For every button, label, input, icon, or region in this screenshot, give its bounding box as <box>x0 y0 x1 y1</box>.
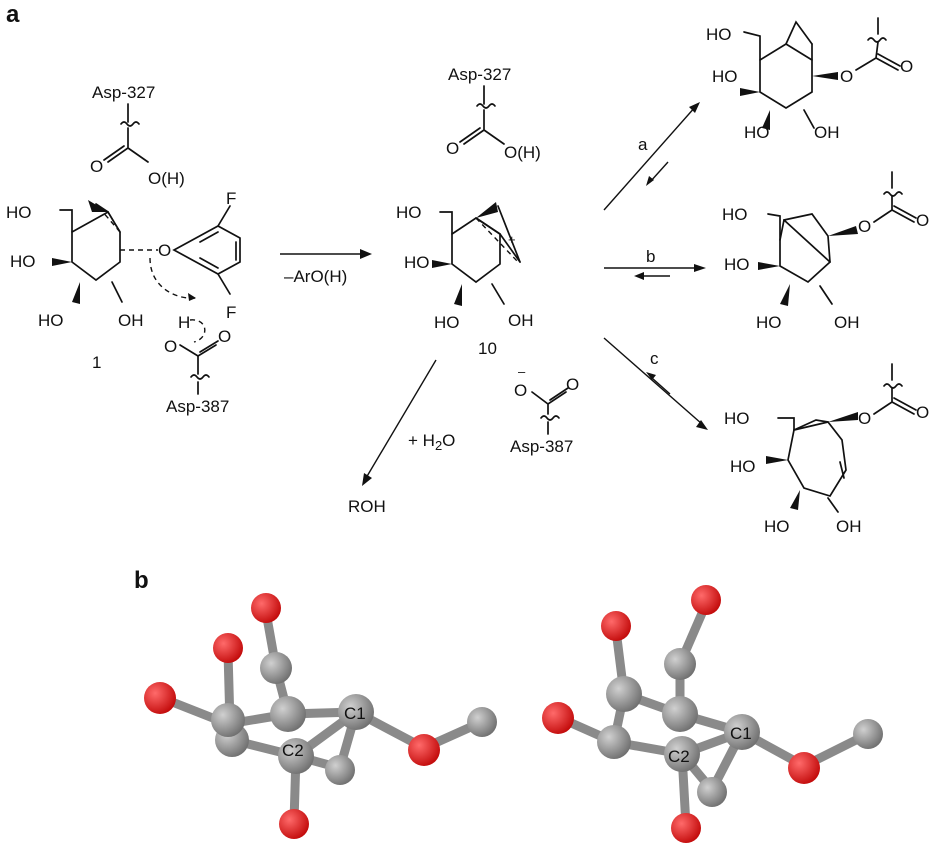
ester-o-b: O <box>858 217 871 236</box>
acid-h-label: H <box>178 313 190 332</box>
model-right: C1 C2 <box>542 585 883 843</box>
asp387-label-center: Asp-387 <box>510 437 573 456</box>
route-b-arrows: b <box>604 247 706 280</box>
atom-label-c1-right: C1 <box>730 724 752 743</box>
carboxylate-o-right: O <box>566 375 579 394</box>
ester-dbl-o-a: O <box>900 57 913 76</box>
oh-ring-c: OH <box>836 517 862 536</box>
ho-ring-10a: HO <box>404 253 430 272</box>
ho-ring-1b: HO <box>38 311 64 330</box>
carboxylate-minus: – <box>518 364 526 379</box>
fluorine-top: F <box>226 189 236 208</box>
panel-label-b: b <box>134 567 149 594</box>
oxygen-atom <box>251 593 281 623</box>
oxygen-atom <box>542 702 574 734</box>
asp327-label-left: Asp-327 <box>92 83 155 102</box>
ho-ring-10b: HO <box>434 313 460 332</box>
ester-dbl-o-b: O <box>916 211 929 230</box>
ho-ring-b2: HO <box>756 313 782 332</box>
carboxylate-o-left: O <box>514 381 527 400</box>
ho-ch2-1: HO <box>6 203 32 222</box>
acid-oh-center: O(H) <box>504 143 541 162</box>
product-b-structure: HO HO HO OH O O <box>722 171 929 332</box>
water-label: + H2O <box>408 431 455 453</box>
ho-ring-b1: HO <box>724 255 750 274</box>
arrow-hydrolysis <box>365 359 437 479</box>
oh-ring-b: OH <box>834 313 860 332</box>
carbocation-plus: + <box>508 232 516 247</box>
product-c-structure: HO HO HO OH O O <box>724 363 929 536</box>
oh-ring-1: OH <box>118 311 144 330</box>
acid-o-left: O <box>90 157 103 176</box>
route-a-arrows: a <box>603 102 700 211</box>
acid-o-left-bottom: O <box>164 337 177 356</box>
fluorine-bottom: F <box>226 303 236 322</box>
route-c-arrows: c <box>603 337 708 430</box>
panel-label-a: a <box>6 1 20 28</box>
ho-ring-c2: HO <box>764 517 790 536</box>
asp387-label-left: Asp-387 <box>166 397 229 416</box>
oxygen-atom <box>601 611 631 641</box>
ho-ring-c1: HO <box>730 457 756 476</box>
product-a-structure: HO HO HO OH O O <box>706 17 913 142</box>
ester-dbl-o-c: O <box>916 403 929 422</box>
ho-ch2-10: HO <box>396 203 422 222</box>
ho-ch2-b: HO <box>722 205 748 224</box>
ester-o-c: O <box>858 409 871 428</box>
asp327-label-center: Asp-327 <box>448 65 511 84</box>
acid-oh-left: O(H) <box>148 169 185 188</box>
route-c-label: c <box>650 349 659 368</box>
route-a-label: a <box>638 135 648 154</box>
oxygen-atom <box>144 682 176 714</box>
leaving-group-label: –ArO(H) <box>284 267 347 286</box>
acid-o-dbl-bottom: O <box>218 327 231 346</box>
product-roh: ROH <box>348 497 386 516</box>
oxygen-atom <box>213 633 243 663</box>
oxygen-atom <box>279 809 309 839</box>
compound-10-structure: Asp-327 O O(H) + HO HO HO OH 10 – O O As… <box>396 65 579 456</box>
model-left: C1 C2 <box>144 593 497 839</box>
atom-label-c2-left: C2 <box>282 741 304 760</box>
acid-o-center: O <box>446 139 459 158</box>
compound-10-number: 10 <box>478 339 497 358</box>
oh-ring-a: OH <box>814 123 840 142</box>
compound-1-structure: Asp-327 O O(H) HO HO HO OH O F F <box>6 83 241 416</box>
ester-o-a: O <box>840 67 853 86</box>
route-b-label: b <box>646 247 655 266</box>
ho-ring-1a: HO <box>10 252 36 271</box>
compound-1-number: 1 <box>92 353 101 372</box>
oxygen-atom <box>788 752 820 784</box>
oxygen-atom <box>691 585 721 615</box>
ho-ch2-a: HO <box>706 25 732 44</box>
ho-ring-a2: HO <box>744 123 770 142</box>
oxygen-atom <box>671 813 701 843</box>
atom-label-c2-right: C2 <box>668 747 690 766</box>
oh-ring-10: OH <box>508 311 534 330</box>
oxygen-atom <box>408 734 440 766</box>
ho-ch2-c: HO <box>724 409 750 428</box>
atom-label-c1-left: C1 <box>344 704 366 723</box>
ether-o-1: O <box>158 241 171 260</box>
ho-ring-a1: HO <box>712 67 738 86</box>
